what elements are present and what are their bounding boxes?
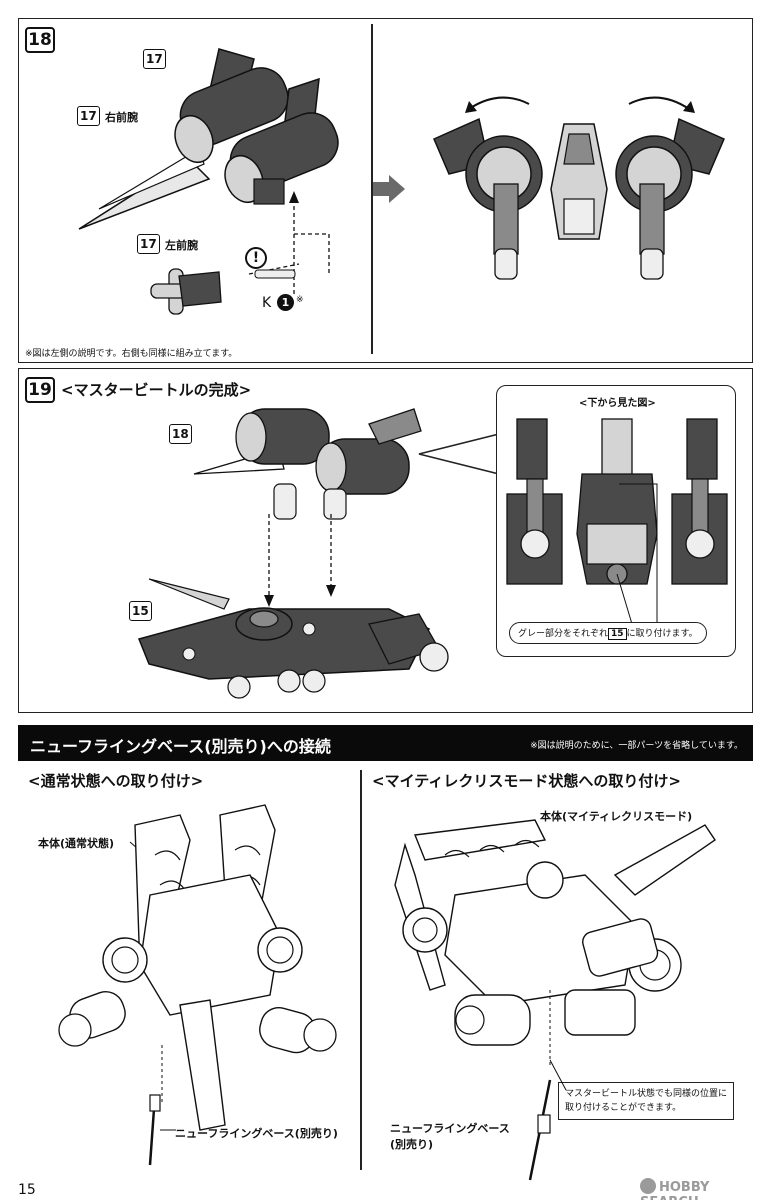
section-title: ニューフライングベース(別売り)への接続 [30, 737, 331, 756]
attach-arrows [264, 514, 336, 607]
callout-title: <下から見た図> [579, 398, 656, 409]
right-heading: <マイティレクリスモード状態への取り付け> [372, 772, 681, 790]
label-left-forearm: 左前腕 [165, 239, 198, 252]
part-tag-top: 17 [143, 49, 166, 69]
part-tag-right-forearm: 17 [77, 106, 100, 126]
normal-state-mount-illustration [58, 804, 337, 1166]
lower-base-illustration [137, 578, 449, 699]
watermark-text: HOBBY SEARCH [640, 1180, 710, 1200]
upper-assembly-illustration [193, 408, 422, 520]
right-note-leader [549, 1059, 567, 1091]
left-forearm-part [150, 268, 222, 315]
arm-assembly-illustration [78, 48, 339, 230]
watermark-logo-icon [640, 1178, 656, 1194]
part-tag-left-forearm: 17 [137, 234, 160, 254]
right-base-label-2: (別売り) [390, 1138, 434, 1151]
bottom-column-divider [360, 770, 362, 1170]
step-18-footnote: ※図は左側の説明です。右側も同様に組み立てます。 [25, 349, 238, 359]
k-label: K [262, 295, 272, 311]
step-number: 19 [25, 377, 55, 403]
page-number: 15 [18, 1182, 36, 1198]
watermark: HOBBY SEARCH [640, 1178, 771, 1200]
body-with-forearms-illustration [433, 96, 725, 280]
right-body-label: 本体(マイティレクリスモード) [540, 810, 693, 823]
left-body-label: 本体(通常状態) [38, 837, 115, 850]
part-tag-upper: 18 [169, 424, 192, 444]
k-mark: ※ [296, 295, 304, 305]
label-right-forearm: 右前腕 [105, 111, 138, 124]
bottom-view-illustration [506, 418, 728, 625]
step-18-divider [371, 24, 373, 354]
k-number-badge: 1 [277, 294, 294, 311]
callout-instruction-tag: 15 [608, 628, 627, 640]
part-tag-lower: 15 [129, 601, 152, 621]
step-number: 18 [25, 27, 55, 53]
right-note-line-2: 取り付けることができます。 [565, 1103, 682, 1113]
section-note: ※図は説明のために、一部パーツを省略しています。 [530, 741, 743, 751]
right-arrow-icon [373, 175, 405, 203]
step-18-panel: 18 17 17 右前腕 17 左前腕 ! K 1 ※ [18, 18, 753, 363]
left-base-leader [160, 1129, 176, 1131]
callout-instruction-prefix: グレー部分をそれぞれ [518, 629, 609, 639]
right-compat-note: マスタービートル状態でも同様の位置に 取り付けることができます。 [558, 1082, 735, 1120]
mighty-mode-mount-illustration [394, 819, 716, 1065]
right-base-stick [528, 1079, 552, 1181]
k-pin-part [254, 269, 296, 279]
left-heading: <通常状態への取り付け> [28, 772, 204, 790]
warning-icon: ! [245, 247, 267, 269]
section-banner: ニューフライングベース(別売り)への接続 ※図は説明のために、一部パーツを省略し… [18, 725, 753, 761]
step-19-title: <マスタービートルの完成> [61, 381, 252, 399]
right-note-line-1: マスタービートル状態でも同様の位置に [565, 1089, 728, 1099]
right-base-label-1: ニューフライングベース [390, 1122, 510, 1135]
callout-instruction-suffix: に取り付けます。 [626, 629, 698, 639]
left-base-label: ニューフライングベース(別売り) [175, 1127, 338, 1140]
